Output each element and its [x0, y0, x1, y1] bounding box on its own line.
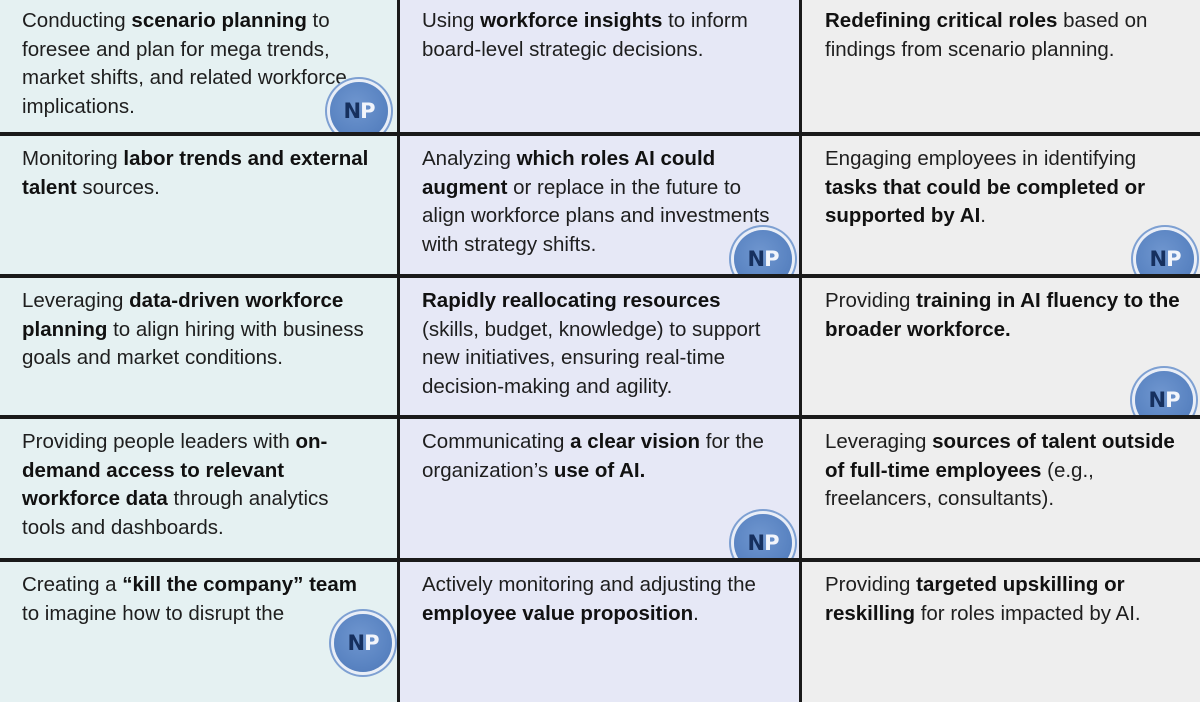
- practice-cell: Conducting scenario planning to foresee …: [0, 0, 397, 132]
- np-logo-badge: NP: [334, 614, 392, 672]
- emphasis-text: employee value proposition: [422, 601, 694, 625]
- body-text: to align hiring with business goals and …: [22, 317, 364, 370]
- body-text: Providing people leaders with: [22, 430, 296, 453]
- practice-text: Analyzing which roles AI could augment o…: [422, 145, 779, 259]
- practice-cell: Providing training in AI fluency to the …: [802, 278, 1200, 415]
- np-logo-badge: NP: [734, 230, 792, 274]
- practice-text: Conducting scenario planning to foresee …: [22, 7, 377, 121]
- body-text: through analytics tools and dashboards.: [22, 487, 329, 539]
- emphasis-text: workforce insights: [480, 9, 663, 32]
- practice-text: Actively monitoring and adjusting the em…: [422, 571, 779, 628]
- practice-cell: Redefining critical roles based on findi…: [802, 0, 1200, 132]
- body-text: for roles impacted by AI.: [915, 601, 1141, 625]
- emphasis-text: “kill the company” team: [122, 573, 357, 596]
- practice-cell: Monitoring labor trends and external tal…: [0, 136, 397, 274]
- body-text: Using: [422, 9, 481, 32]
- np-logo-badge: NP: [1135, 371, 1193, 415]
- practice-cell: Leveraging sources of talent outside of …: [802, 419, 1200, 558]
- np-logo-text: NP: [747, 530, 780, 555]
- emphasis-text: Rapidly reallocating resources: [422, 289, 721, 312]
- practice-cell: Engaging employees in identifying tasks …: [802, 136, 1200, 274]
- practice-text: Communicating a clear vision for the org…: [422, 428, 779, 485]
- emphasis-text: a clear vision: [570, 430, 701, 453]
- emphasis-text: Redefining critical roles: [825, 9, 1058, 32]
- body-text: to inform board-level strategic decision…: [422, 9, 748, 61]
- body-text: sources.: [76, 175, 160, 199]
- np-logo-text: NP: [343, 98, 376, 123]
- practice-cell: Communicating a clear vision for the org…: [400, 419, 799, 558]
- body-text: Providing: [825, 573, 917, 596]
- emphasis-text: data-driven workforce planning: [22, 289, 344, 341]
- body-text: Creating a: [22, 573, 123, 596]
- emphasis-text: which roles AI could augment: [422, 147, 716, 199]
- practice-text: Monitoring labor trends and external tal…: [22, 145, 377, 202]
- practice-cell: Rapidly reallocating resources (skills, …: [400, 278, 799, 415]
- practice-cell: Analyzing which roles AI could augment o…: [400, 136, 799, 274]
- np-logo-text: NP: [747, 246, 780, 271]
- practice-cell: Creating a “kill the company” team to im…: [0, 562, 397, 702]
- body-text: or replace in the future to align workfo…: [422, 175, 770, 256]
- practice-text: Providing targeted upskilling or reskill…: [825, 571, 1182, 628]
- practice-cell: Using workforce insights to inform board…: [400, 0, 799, 132]
- body-text: Communicating: [422, 430, 571, 453]
- body-text: .: [693, 601, 699, 625]
- practice-text: Providing people leaders with on-demand …: [22, 428, 377, 542]
- practice-cell: Leveraging data-driven workforce plannin…: [0, 278, 397, 415]
- body-text: Leveraging: [825, 430, 933, 453]
- practice-text: Rapidly reallocating resources (skills, …: [422, 287, 779, 401]
- practice-cell: Providing targeted upskilling or reskill…: [802, 562, 1200, 702]
- body-text: Actively monitoring and adjusting the: [422, 573, 756, 596]
- emphasis-text: labor trends and external talent: [22, 147, 369, 199]
- practice-text: Redefining critical roles based on findi…: [825, 7, 1182, 64]
- body-text: (skills, budget, knowledge) to support n…: [422, 317, 761, 398]
- emphasis-text: training in AI fluency to the broader wo…: [825, 289, 1180, 341]
- body-text: Conducting: [22, 9, 132, 32]
- practice-text: Leveraging sources of talent outside of …: [825, 428, 1182, 514]
- practice-cell: Providing people leaders with on-demand …: [0, 419, 397, 558]
- practice-text: Using workforce insights to inform board…: [422, 7, 779, 64]
- body-text: to foresee and plan for mega trends, mar…: [22, 9, 347, 118]
- emphasis-text: scenario planning: [131, 9, 307, 32]
- np-logo-badge: NP: [330, 82, 388, 132]
- emphasis-text: sources of talent outside of full-time e…: [825, 430, 1175, 482]
- practice-text: Leveraging data-driven workforce plannin…: [22, 287, 377, 373]
- body-text: for the organization’s: [422, 430, 764, 482]
- practice-text: Engaging employees in identifying tasks …: [825, 145, 1182, 231]
- np-logo-text: NP: [1148, 387, 1181, 412]
- practice-cell: Actively monitoring and adjusting the em…: [400, 562, 799, 702]
- emphasis-text: use of AI.: [553, 458, 646, 482]
- body-text: Leveraging: [22, 289, 130, 312]
- practice-text: Providing training in AI fluency to the …: [825, 287, 1182, 344]
- np-logo-badge: NP: [1136, 230, 1194, 274]
- emphasis-text: tasks that could be completed or support…: [825, 175, 1146, 228]
- body-text: Monitoring: [22, 147, 124, 170]
- practice-text: Creating a “kill the company” team to im…: [22, 571, 377, 628]
- emphasis-text: on-demand access to relevant workforce d…: [22, 430, 328, 511]
- body-text: Analyzing: [422, 147, 517, 170]
- np-logo-text: NP: [347, 630, 380, 655]
- np-logo-badge: NP: [734, 514, 792, 558]
- np-logo-text: NP: [1149, 246, 1182, 271]
- emphasis-text: targeted upskilling or reskilling: [825, 573, 1125, 625]
- body-text: to imagine how to disrupt the: [22, 601, 285, 625]
- body-text: based on findings from scenario planning…: [825, 9, 1148, 61]
- body-text: (e.g., freelancers, consultants).: [825, 458, 1094, 511]
- body-text: Providing: [825, 289, 917, 312]
- body-text: .: [980, 204, 986, 228]
- body-text: Engaging employees in identifying: [825, 147, 1137, 170]
